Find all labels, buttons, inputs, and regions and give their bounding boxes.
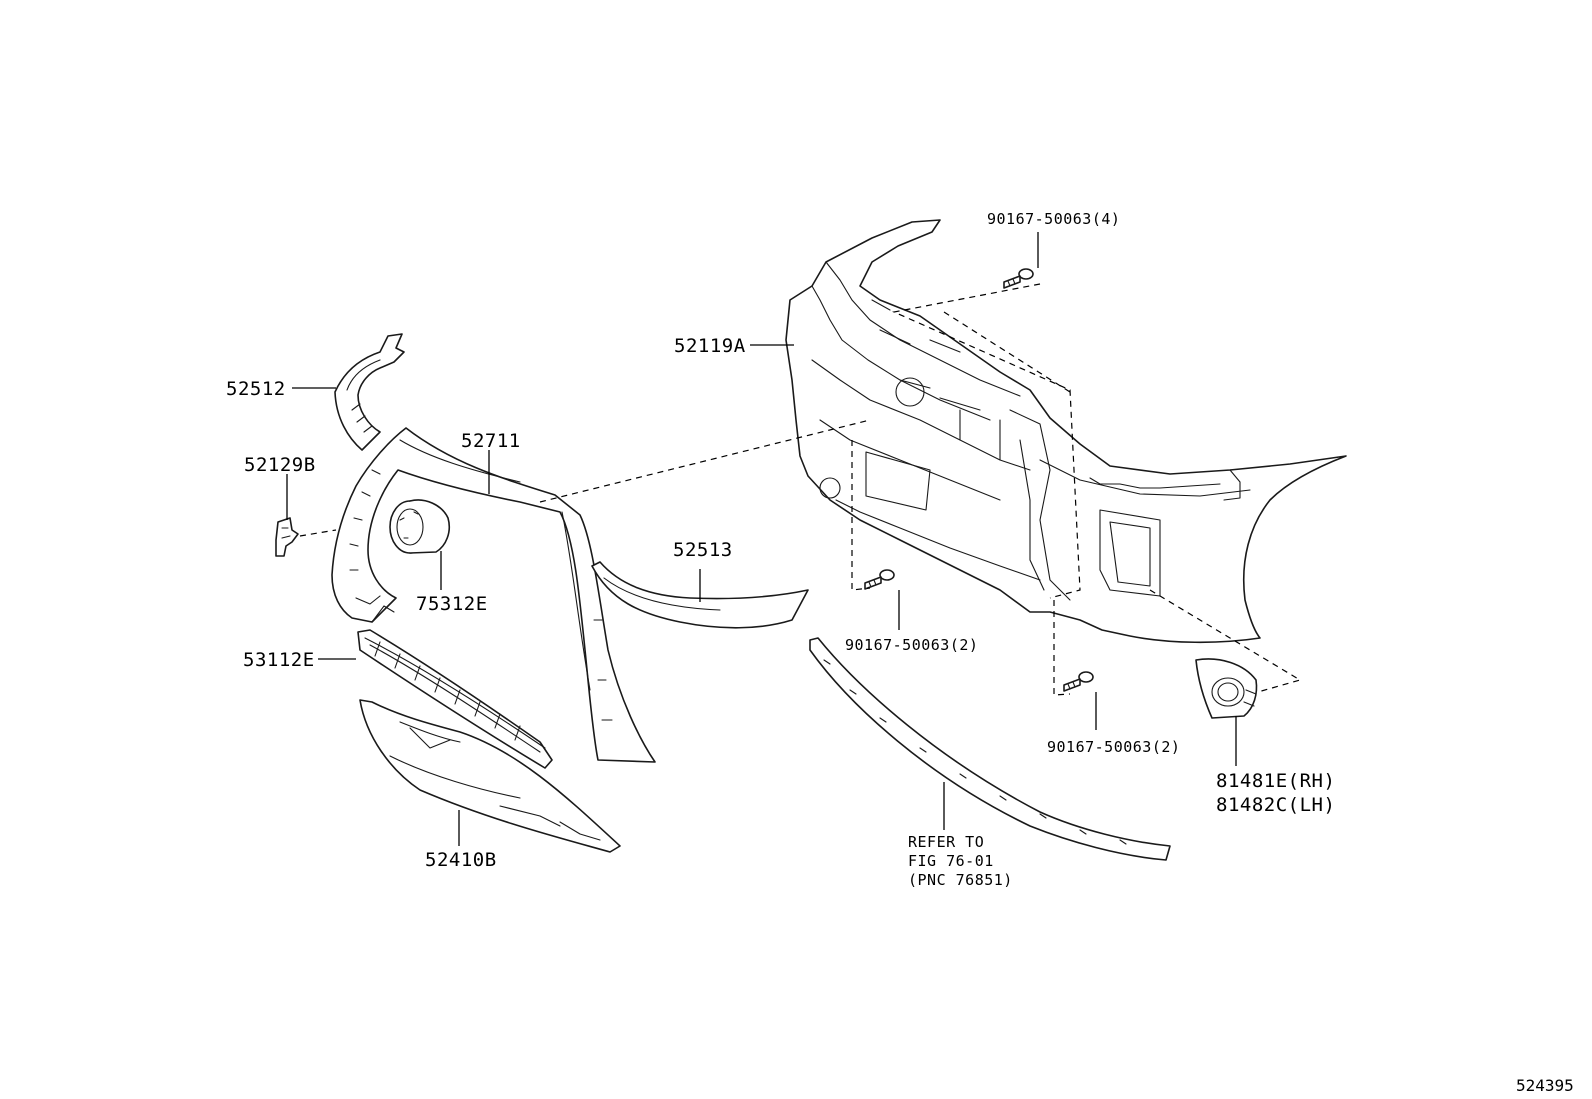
part-52711-drawing[interactable] — [331, 427, 656, 763]
reference-line-1: REFER TO — [908, 833, 984, 851]
label-52129B[interactable]: 52129B — [244, 454, 316, 476]
bolt-top-drawing[interactable] — [1003, 268, 1034, 289]
reference-line-3: (PNC 76851) — [908, 871, 1013, 889]
figure-number: 524395 — [1516, 1076, 1574, 1095]
label-75312E[interactable]: 75312E — [416, 593, 488, 615]
part-53112E-drawing[interactable] — [357, 629, 553, 769]
part-52129B-drawing[interactable] — [275, 517, 299, 557]
bolt-mid-drawing[interactable] — [864, 569, 895, 590]
bolt-low-drawing[interactable] — [1063, 671, 1094, 692]
part-52119A-drawing[interactable] — [785, 219, 1347, 644]
reference-line-2: FIG 76-01 — [908, 852, 994, 870]
reference-strip-drawing[interactable] — [809, 637, 1171, 861]
part-52410B-drawing[interactable] — [359, 699, 621, 853]
label-52410B[interactable]: 52410B — [425, 849, 497, 871]
part-75312E-drawing[interactable] — [389, 499, 451, 554]
label-53112E[interactable]: 53112E — [243, 649, 315, 671]
label-bolt-mid[interactable]: 90167-50063(2) — [845, 636, 978, 654]
label-81482C[interactable]: 81482C(LH) — [1216, 794, 1335, 816]
part-52512-drawing[interactable] — [334, 333, 405, 451]
part-81481E-drawing[interactable] — [1195, 658, 1258, 719]
label-52512[interactable]: 52512 — [226, 378, 286, 400]
label-52711[interactable]: 52711 — [461, 430, 521, 452]
label-52119A[interactable]: 52119A — [674, 335, 746, 357]
label-52513[interactable]: 52513 — [673, 539, 733, 561]
label-81481E[interactable]: 81481E(RH) — [1216, 770, 1335, 792]
label-bolt-top[interactable]: 90167-50063(4) — [987, 210, 1120, 228]
dashed-assembly-lines — [299, 283, 1302, 696]
label-bolt-low[interactable]: 90167-50063(2) — [1047, 738, 1180, 756]
part-52513-drawing[interactable] — [591, 561, 809, 629]
part-labels: 52512 52129B 52711 75312E 53112E 52410B … — [226, 210, 1574, 1095]
leader-lines — [286, 232, 1237, 846]
